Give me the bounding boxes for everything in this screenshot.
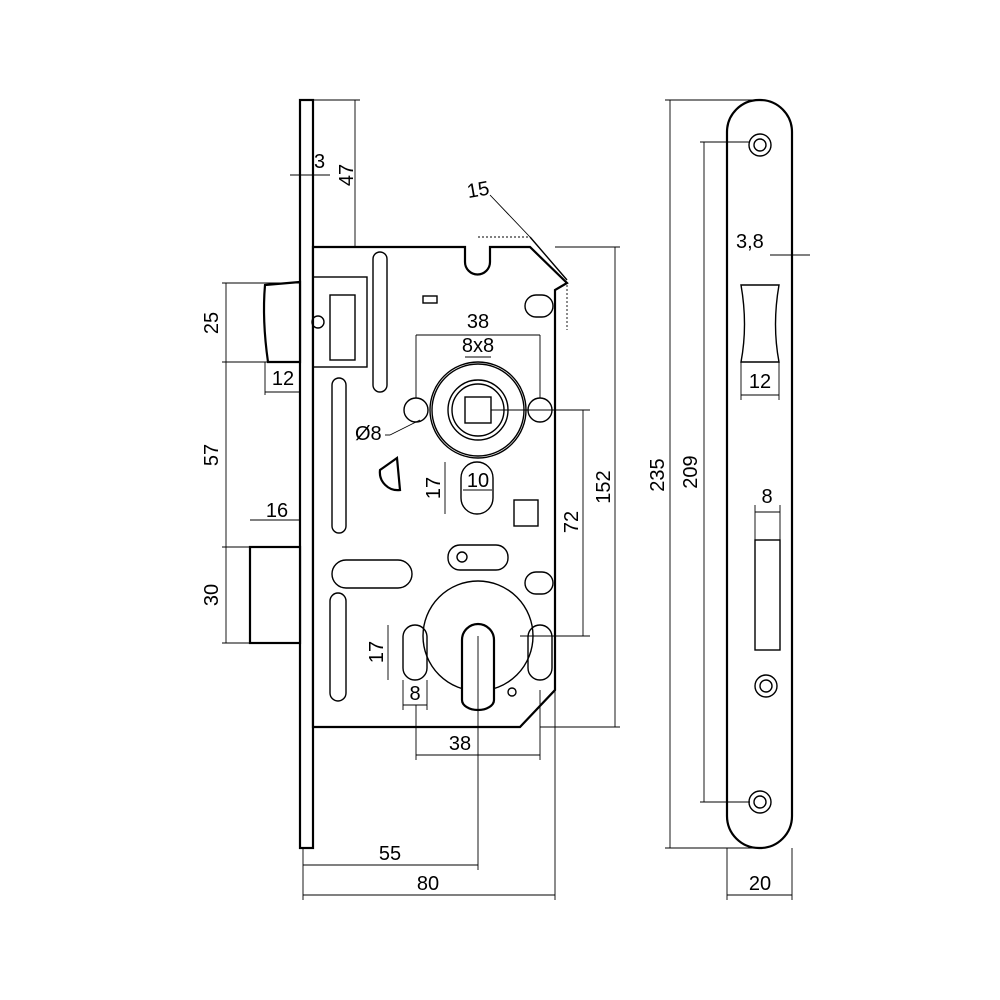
slot (524, 294, 554, 318)
follower-slot (460, 461, 494, 515)
lock-body (311, 245, 569, 729)
slot (372, 251, 388, 393)
dim-faceplate-thickness: 3 (314, 151, 325, 173)
dim-strike-hole-spacing: 209 (680, 455, 702, 488)
dim-bevel: 15 (465, 178, 491, 204)
faceplate (298, 98, 315, 850)
dim-strike-latch-opening: 12 (749, 371, 771, 393)
dim-top-to-body: 47 (336, 164, 358, 186)
pawl (378, 456, 402, 492)
dim-cyl-hole-height: 17 (366, 641, 388, 663)
dim-strike-thickness: 3,8 (736, 231, 764, 253)
slot (524, 571, 554, 595)
dim-latch-to-bolt: 57 (201, 444, 223, 466)
bolt (248, 545, 302, 645)
slot (331, 377, 347, 534)
dim-strike-bolt-opening: 8 (761, 486, 772, 508)
dim-body-depth: 80 (417, 873, 439, 895)
dim-bolt-height: 30 (201, 584, 223, 606)
dimension-lines (222, 99, 810, 900)
dim-strike-length: 235 (647, 458, 669, 491)
small-hole (422, 295, 438, 304)
dim-spindle-hole-spacing: 38 (467, 311, 489, 333)
slot (331, 559, 413, 589)
dim-cyl-hole-spacing: 38 (449, 733, 471, 755)
dim-cyl-hole-width: 8 (409, 683, 420, 705)
dim-slot-height: 17 (423, 477, 445, 499)
dim-latch-height: 25 (201, 312, 223, 334)
dim-spindle-square: 8x8 (462, 335, 494, 357)
dim-latch-projection: 12 (272, 368, 294, 390)
dim-strike-width: 20 (749, 873, 771, 895)
dim-backset: 55 (379, 843, 401, 865)
bevel-edge (529, 236, 568, 281)
slot (329, 592, 347, 702)
dim-bolt-projection: 16 (266, 500, 288, 522)
dim-body-height: 152 (593, 470, 615, 503)
small-part (513, 499, 539, 527)
dim-spindle-to-cylinder: 72 (561, 511, 583, 533)
dim-fixing-hole-diameter: Ø8 (355, 423, 382, 445)
strike-plate (725, 98, 794, 850)
dim-slot-width: 10 (467, 470, 489, 492)
slot (447, 544, 509, 571)
